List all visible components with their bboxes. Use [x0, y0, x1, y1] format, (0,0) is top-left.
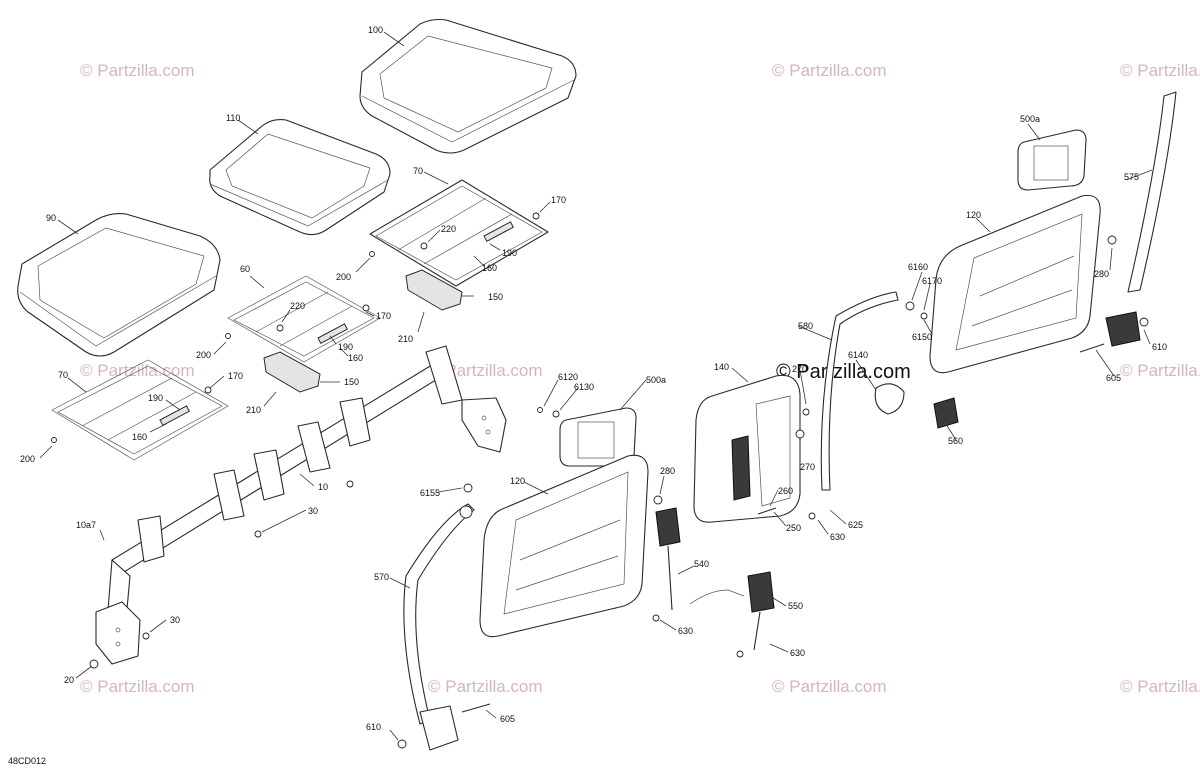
seat-cushion-90 [17, 213, 221, 357]
fasteners [51, 212, 1149, 749]
callout-210: 210 [246, 405, 261, 415]
seat-frame-60 [227, 275, 381, 363]
callout-30: 30 [170, 615, 180, 625]
callout-630: 630 [678, 626, 693, 636]
callout-610: 610 [1152, 342, 1167, 352]
callout-150: 150 [344, 377, 359, 387]
callout-170: 170 [551, 195, 566, 205]
callout-270: 270 [792, 364, 807, 374]
watermark: © Partzilla.com [772, 61, 887, 80]
callout-580: 580 [798, 321, 813, 331]
watermark-primary: © Partzilla.com [776, 361, 911, 383]
callout-90: 90 [46, 213, 56, 223]
watermarks: © Partzilla.com © Partzilla.com © Partzi… [80, 61, 1200, 696]
seat-belt-570 [403, 503, 475, 751]
callout-630: 630 [830, 532, 845, 542]
callout-60: 60 [240, 264, 250, 274]
callout-630: 630 [790, 648, 805, 658]
callout-170: 170 [228, 371, 243, 381]
callout-190: 190 [338, 342, 353, 352]
seat-back-120-right [929, 194, 1101, 374]
callout-160: 160 [132, 432, 147, 442]
callout-6170: 6170 [922, 276, 942, 286]
watermark: © Partzilla.com [80, 361, 195, 380]
seat-back-120-center [479, 454, 649, 638]
callout-10a7: 10a7 [76, 520, 96, 530]
callout-610: 610 [366, 722, 381, 732]
buckle-550 [747, 571, 775, 651]
callout-210: 210 [398, 334, 413, 344]
callout-280: 280 [660, 466, 675, 476]
callout-250: 250 [786, 523, 801, 533]
watermark: © Partzilla.com [772, 677, 887, 696]
callout-220: 220 [290, 301, 305, 311]
back-panel-140 [693, 374, 801, 523]
callout-140: 140 [714, 362, 729, 372]
callout-500a: 500a [646, 375, 666, 385]
callout-550: 550 [788, 601, 803, 611]
callout-110: 110 [226, 113, 240, 123]
callout-6120: 6120 [558, 372, 578, 382]
callout-190: 190 [502, 248, 517, 258]
callout-160: 160 [482, 263, 497, 273]
watermark: © Partzilla.com [1120, 677, 1200, 696]
watermark: © Partzilla.com [1120, 361, 1200, 380]
callout-570: 570 [374, 572, 389, 582]
callout-260: 260 [778, 486, 793, 496]
callout-160: 160 [348, 353, 363, 363]
buckle-560 [933, 397, 959, 429]
callout-6150: 6150 [912, 332, 932, 342]
callout-170: 170 [376, 311, 391, 321]
seat-belt-580-retractor [820, 291, 905, 491]
callout-200: 200 [336, 272, 351, 282]
callout-625: 625 [848, 520, 863, 530]
latch-bracket-150-lower [263, 351, 321, 393]
callout-30: 30 [308, 506, 318, 516]
callout-190: 190 [148, 393, 163, 403]
callout-200: 200 [20, 454, 35, 464]
callout-220: 220 [441, 224, 456, 234]
seat-cushion-110 [209, 119, 391, 236]
headrest-500a-right [1017, 129, 1087, 191]
watermark: © Partzilla.com [80, 61, 195, 80]
callout-100: 100 [368, 25, 383, 35]
callout-560: 560 [948, 436, 963, 446]
base-frame-10 [95, 345, 507, 665]
watermark: © Partzilla.com [1120, 61, 1200, 80]
watermark: © Partzilla.com [428, 361, 543, 380]
buckle-540 [655, 507, 745, 611]
callout-280: 280 [1094, 269, 1109, 279]
callout-10: 10 [318, 482, 328, 492]
watermark: © Partzilla.com [80, 677, 195, 696]
callout-70: 70 [58, 370, 68, 380]
callout-575: 575 [1124, 172, 1139, 182]
callout-6140: 6140 [848, 350, 868, 360]
seat-belt-575 [1105, 91, 1177, 347]
callout-540: 540 [694, 559, 709, 569]
seat-cushion-100 [359, 18, 577, 154]
callout-605: 605 [500, 714, 515, 724]
callout-500a: 500a [1020, 114, 1040, 124]
diagram-code: 48CD012 [8, 756, 47, 766]
callout-270: 270 [800, 462, 815, 472]
latch-bracket-150-upper [405, 269, 463, 311]
callout-200: 200 [196, 350, 211, 360]
callout-6160: 6160 [908, 262, 928, 272]
seat-frame-70-upper [369, 179, 549, 287]
callout-70: 70 [413, 166, 423, 176]
callout-605: 605 [1106, 373, 1121, 383]
seat-frame-70-lower [51, 359, 229, 461]
watermark: © Partzilla.com [428, 677, 543, 696]
callout-120: 120 [510, 476, 525, 486]
callout-20: 20 [64, 675, 74, 685]
callout-150: 150 [488, 292, 503, 302]
callout-120: 120 [966, 210, 981, 220]
callout-6130: 6130 [574, 382, 594, 392]
callout-labels: 100 110 90 70 170 220 190 160 200 150 21… [20, 25, 1167, 732]
leader-lines [39, 31, 1153, 741]
callout-6155: 6155 [420, 488, 440, 498]
